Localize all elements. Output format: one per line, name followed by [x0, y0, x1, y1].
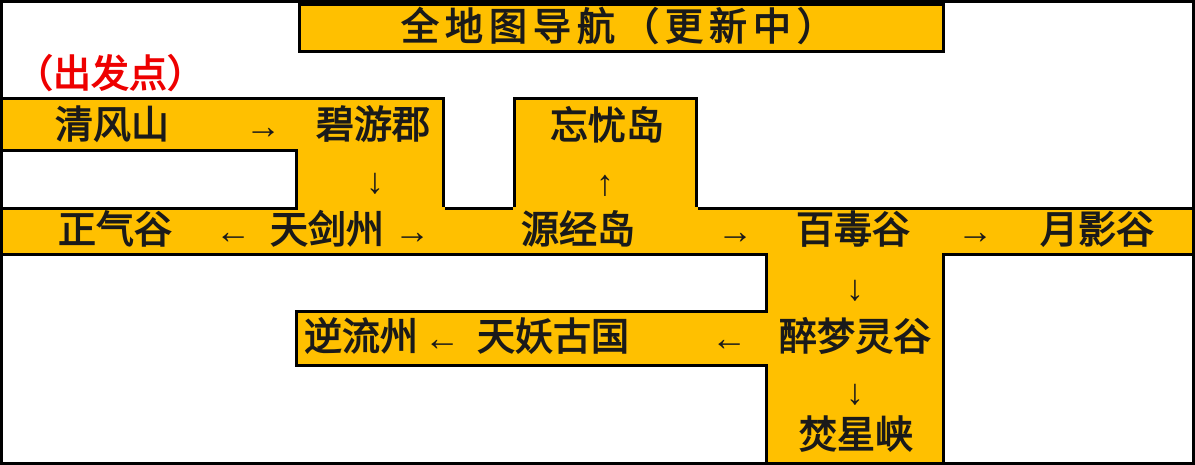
border-line	[295, 152, 298, 207]
border-line	[513, 97, 698, 100]
arrow-down-icon: ↓	[846, 268, 864, 308]
border-line	[765, 367, 768, 462]
title-banner	[298, 3, 945, 53]
border-line	[513, 97, 516, 207]
node-niliuzhou: 逆流州	[303, 317, 419, 359]
arrow-right-icon: →	[717, 211, 753, 251]
border-line	[698, 207, 1192, 210]
arrow-down-icon: ↓	[846, 372, 864, 412]
arrow-up-icon: ↑	[596, 163, 614, 203]
border-line	[295, 310, 765, 313]
border-line	[445, 207, 513, 210]
node-qingfengshan: 清风山	[54, 105, 170, 147]
arrow-left-icon: ←	[215, 211, 251, 251]
node-zuimenglinggu: 醉梦灵谷	[778, 317, 932, 359]
arrow-down-icon: ↓	[366, 161, 384, 201]
arrow-right-icon: →	[957, 211, 993, 251]
node-biyoujun: 碧游郡	[315, 105, 431, 147]
border-line	[3, 149, 298, 152]
border-line	[295, 364, 768, 367]
border-line	[3, 97, 445, 100]
block-biyoujun-column	[298, 152, 445, 207]
border-line	[3, 207, 298, 210]
arrow-left-icon: ←	[711, 318, 747, 358]
border-line	[295, 310, 298, 367]
block-main-row	[3, 207, 1192, 256]
page-title: 全地图导航（更新中）	[400, 7, 842, 49]
arrow-right-icon: →	[245, 106, 281, 146]
border-line	[765, 253, 768, 313]
node-baidugu: 百毒谷	[795, 210, 911, 252]
start-point-label: （出发点）	[14, 54, 206, 96]
arrow-right-icon: →	[394, 211, 430, 251]
node-tianjianzhou: 天剑州	[269, 210, 385, 252]
arrow-left-icon: ←	[424, 318, 460, 358]
block-lower-row	[298, 313, 945, 367]
node-fenxingxia: 焚星峡	[798, 415, 914, 457]
border-line	[942, 253, 945, 462]
border-line	[3, 253, 765, 256]
node-zhengqigu: 正气谷	[57, 210, 173, 252]
node-yueyinggu: 月影谷	[1039, 210, 1155, 252]
border-line	[945, 253, 1192, 256]
border-line	[695, 97, 698, 207]
block-wangyoudao	[513, 97, 698, 207]
node-wangyoudao: 忘忧岛	[549, 106, 665, 148]
block-start-row	[3, 97, 445, 152]
border-line	[442, 97, 445, 207]
node-tianyaoguguo: 天妖古国	[476, 317, 630, 359]
node-yuanjingdao: 源经岛	[520, 210, 636, 252]
